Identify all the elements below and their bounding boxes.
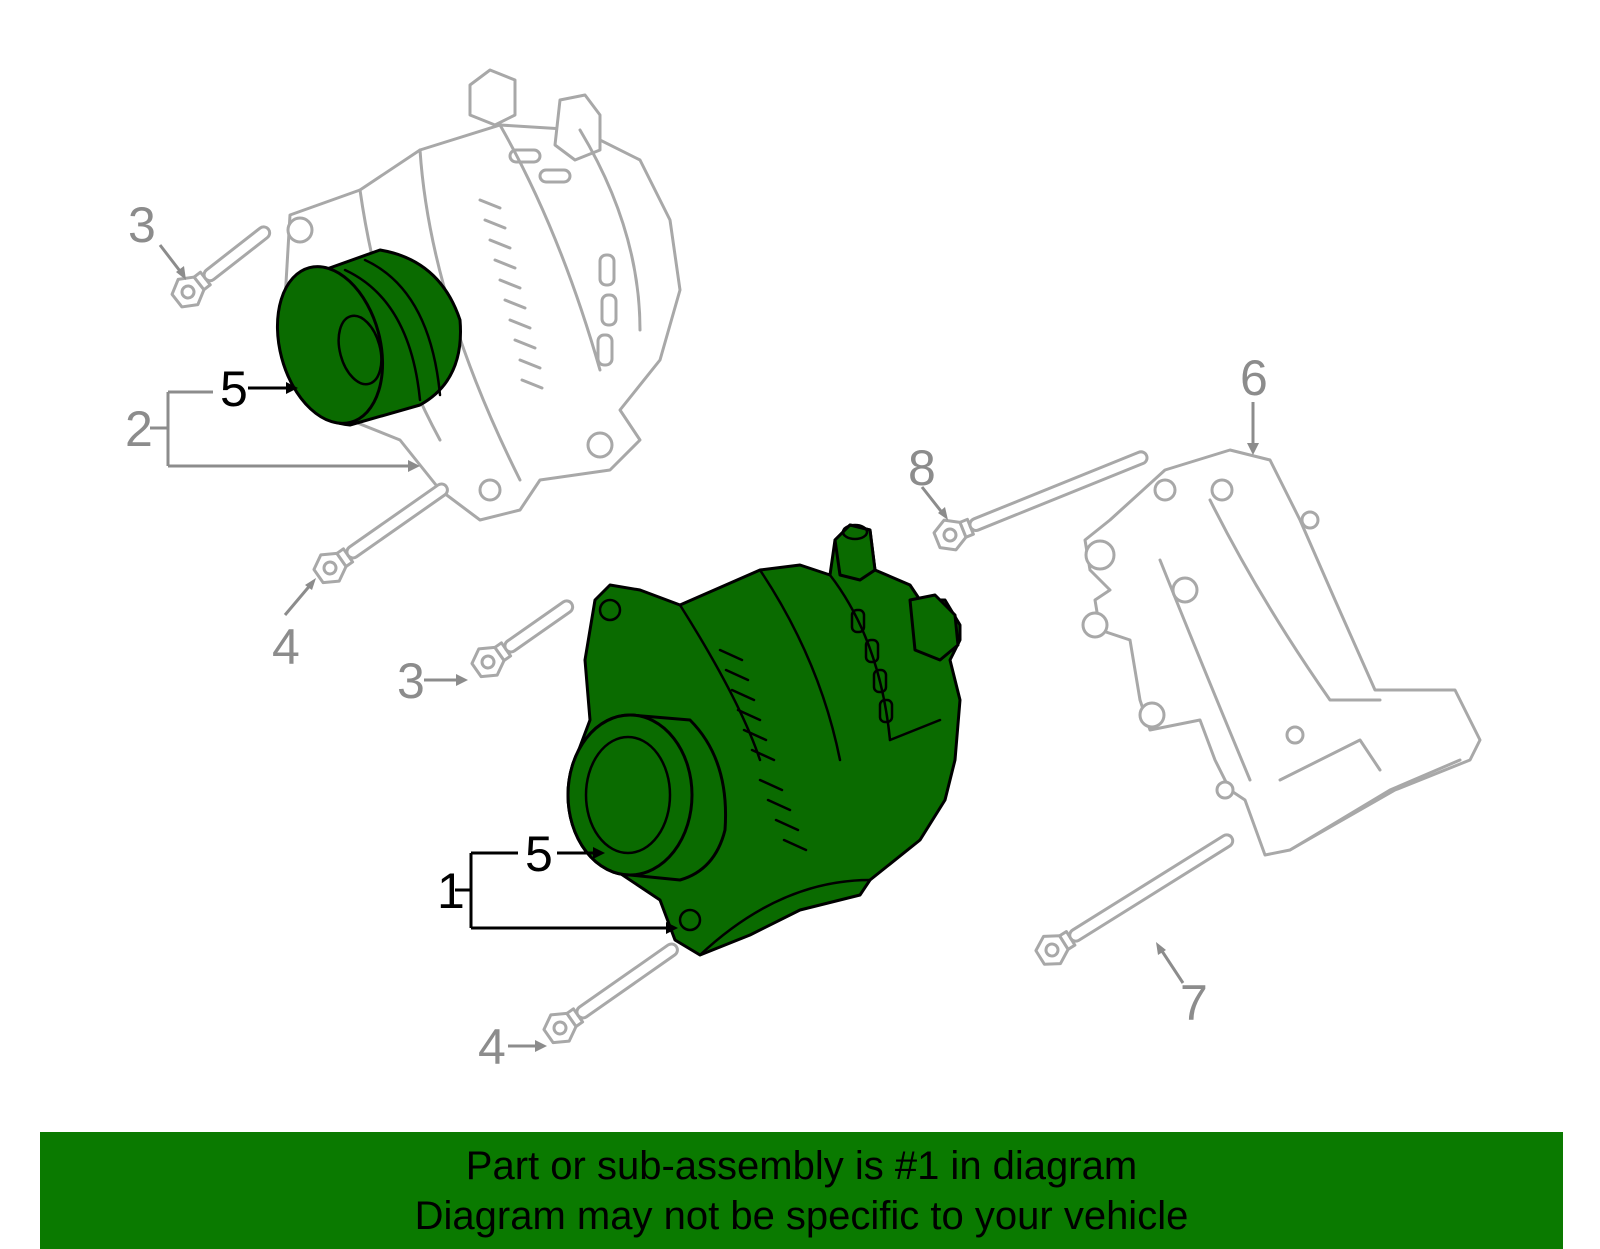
callout-4-left: 4 [272, 619, 300, 675]
callout-5-upper: 5 [220, 361, 248, 417]
bolt-3a-icon [165, 225, 272, 315]
banner-line-1: Part or sub-assembly is #1 in diagram [465, 1143, 1138, 1188]
pulley-highlight-icon [275, 248, 462, 427]
callout-7: 7 [1180, 975, 1208, 1031]
alternator-highlight-icon [566, 523, 962, 957]
callout-4-bottom: 4 [478, 1019, 506, 1075]
banner-line-2: Diagram may not be specific to your vehi… [414, 1193, 1189, 1238]
callout-6: 6 [1240, 350, 1268, 406]
callout-3-top: 3 [128, 197, 156, 253]
bolt-4a-icon [307, 482, 449, 591]
callout-2: 2 [125, 401, 153, 457]
callout-5-lower: 5 [525, 826, 553, 882]
bolt-8-icon [929, 450, 1149, 557]
callout-8: 8 [908, 440, 936, 496]
mounting-bracket-icon [1081, 448, 1482, 857]
alternator-ghost-icon [283, 68, 682, 522]
info-banner: Part or sub-assembly is #1 in diagram Di… [40, 1132, 1563, 1249]
callout-1: 1 [437, 863, 465, 919]
callout-3-middle: 3 [397, 653, 425, 709]
bolt-7-icon [1030, 833, 1235, 973]
bolt-3b-icon [465, 599, 575, 685]
bolt-4b-icon [537, 942, 679, 1051]
leader-lines [150, 244, 1259, 1052]
parts-diagram: 1 2 3 3 4 4 5 5 6 7 8 [125, 68, 1482, 1075]
